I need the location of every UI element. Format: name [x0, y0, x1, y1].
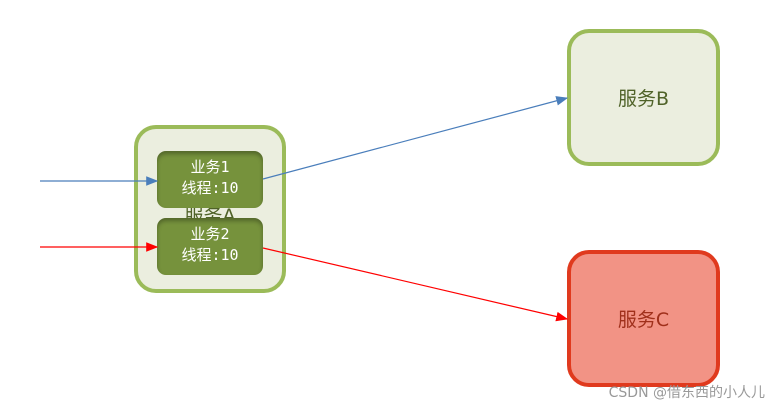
- service-b-node: 服务B: [567, 29, 720, 166]
- service-c-label: 服务C: [617, 309, 670, 331]
- business-1-node: 业务1 线程:10: [157, 151, 263, 208]
- arrow-to-service-b: [262, 96, 569, 180]
- watermark: CSDN @借东西的小人儿: [608, 385, 765, 401]
- service-b-label: 服务B: [617, 88, 670, 110]
- service-c-node: 服务C: [567, 250, 720, 387]
- business-2-node: 业务2 线程:10: [157, 218, 263, 275]
- business-2-threads: 线程:10: [181, 246, 239, 264]
- business-2-label: 业务2: [190, 225, 230, 243]
- business-1-threads: 线程:10: [181, 179, 239, 197]
- arrow-to-service-c: [262, 247, 569, 322]
- business-1-label: 业务1: [190, 158, 230, 176]
